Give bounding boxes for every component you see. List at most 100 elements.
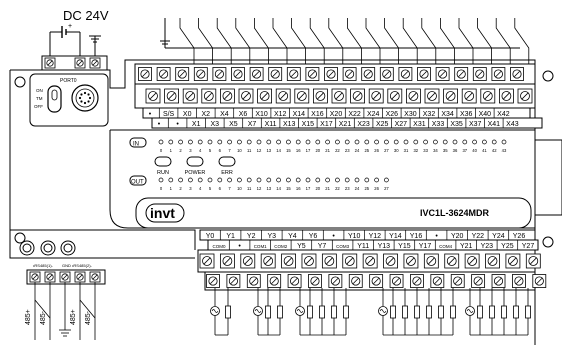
terminal-screw-top-back: [138, 67, 152, 81]
terminal-screw-top-front: [517, 88, 533, 104]
input-led-icon: [188, 139, 193, 145]
input-led-number: 21: [325, 148, 330, 153]
port-pin: [88, 96, 92, 100]
input-led-number: 22: [335, 148, 340, 153]
terminal-label-top-row2: •: [176, 121, 179, 128]
output-led-icon: [354, 177, 360, 183]
terminal-screw-bottom-front: [206, 274, 220, 288]
terminal-label-bottom-row1: Y12: [369, 233, 382, 240]
rs485-terminal-screw: [29, 271, 41, 283]
plc-body: [9, 59, 562, 345]
output-led-icon: [335, 177, 340, 183]
terminal-label-bottom-row1: •: [435, 233, 438, 240]
input-led-number: 26: [374, 148, 379, 153]
terminal-label-bottom-row2: Y17: [419, 243, 432, 250]
input-led-icon: [501, 139, 507, 145]
load-resistor-icon: [426, 305, 432, 319]
input-led-number: 13: [266, 148, 271, 153]
terminal-screw-top-front: [164, 88, 180, 104]
terminal-screw-top-front: [387, 88, 403, 104]
output-led-icon: [158, 177, 164, 183]
output-led-icon: [246, 177, 252, 183]
terminal-screw-bottom-back: [301, 253, 317, 269]
power-terminal-block: [41, 55, 108, 71]
output-led-icon: [315, 177, 321, 183]
supply-label: DC 24V: [63, 8, 109, 23]
output-led-number: 26: [374, 186, 379, 191]
terminal-screw-bottom-back: [444, 253, 460, 269]
input-wire: [347, 18, 362, 66]
input-led-number: 25: [364, 148, 369, 153]
output-led-icon: [374, 177, 379, 183]
terminal-label-bottom-row1: •: [332, 233, 335, 240]
input-wire: [365, 18, 381, 66]
input-led-number: 17: [306, 148, 311, 153]
in-label: IN: [133, 142, 139, 148]
output-led-icon: [286, 177, 291, 183]
output-led-number: 24: [355, 186, 360, 191]
input-led-number: 31: [404, 148, 409, 153]
bottom-output-wiring: [210, 288, 531, 336]
terminal-screw-bottom-front: [267, 274, 282, 288]
terminal-screw-bottom-back: [464, 253, 480, 269]
input-led-icon: [462, 139, 468, 145]
terminal-screw-top-back: [175, 67, 190, 81]
rs485-wire-label: 485-: [40, 310, 47, 325]
terminal-screw-top-back: [156, 67, 171, 81]
terminal-screw-bottom-front: [226, 274, 241, 288]
port-pin: [83, 91, 87, 95]
port-pin: [80, 100, 83, 103]
terminal-label-bottom-row1: Y16: [410, 233, 423, 240]
input-led-number: 43: [502, 148, 507, 153]
terminal-screw-bottom-back: [505, 253, 521, 269]
model-label: IVC1L-3624MDR: [420, 208, 490, 218]
terminal-label-top-row2: X13: [283, 121, 296, 128]
terminal-label-top-row2: X5: [229, 121, 238, 128]
output-led-number: 12: [257, 186, 262, 191]
terminal-screw-top-back: [286, 67, 301, 81]
terminal-screw-top-front: [145, 88, 161, 104]
terminal-label-top-row1: X34: [441, 111, 454, 118]
terminal-label-top-row2: X27: [395, 121, 408, 128]
terminal-label-top-row2: X7: [248, 121, 257, 128]
terminal-screw-bottom-front: [348, 274, 363, 288]
terminal-label-bottom-row2: COM3: [336, 244, 349, 249]
output-led-number: 6: [219, 186, 222, 191]
load-resistor-icon: [265, 305, 271, 319]
input-led-number: 2: [179, 148, 182, 153]
input-led-icon: [168, 139, 174, 145]
terminal-label-bottom-row2: Y25: [501, 243, 514, 250]
load-resistor-icon: [277, 305, 283, 319]
terminal-screw-bottom-front: [410, 274, 424, 288]
rs485-terminal-screw: [59, 271, 71, 283]
terminal-screw-bottom-back: [240, 253, 256, 269]
input-led-icon: [158, 139, 164, 145]
terminal-screw-bottom-back: [342, 253, 358, 269]
input-led-number: 11: [247, 148, 252, 153]
rs485-wire-label: 485-: [85, 310, 92, 325]
output-led-icon: [217, 177, 223, 183]
terminal-screw-top-front: [405, 88, 421, 104]
input-led-number: 42: [492, 148, 497, 153]
terminal-screw-top-front: [350, 88, 366, 104]
input-led-number: 6: [219, 148, 222, 153]
terminal-label-top-row1: X24: [367, 111, 380, 118]
terminal-label-bottom-row2: •: [238, 243, 241, 250]
output-led-icon: [178, 177, 183, 183]
load-resistor-icon: [438, 305, 444, 319]
terminal-screw-bottom-front: [328, 274, 343, 288]
input-wire: [477, 18, 492, 66]
terminal-label-top-row2: X41: [488, 121, 501, 128]
terminal-screw-top-front: [201, 88, 217, 104]
terminal-screw-top-back: [361, 67, 376, 81]
terminal-label-top-row1: X12: [274, 111, 287, 118]
terminal-label-top-row1: X2: [202, 111, 211, 118]
dc-supply: DC 24V +: [49, 8, 109, 60]
output-led-number: 5: [209, 186, 212, 191]
terminal-label-bottom-row2: Y21: [460, 243, 473, 250]
input-led-number: 30: [394, 148, 399, 153]
input-led-number: 32: [413, 148, 418, 153]
input-led-icon: [413, 139, 419, 145]
